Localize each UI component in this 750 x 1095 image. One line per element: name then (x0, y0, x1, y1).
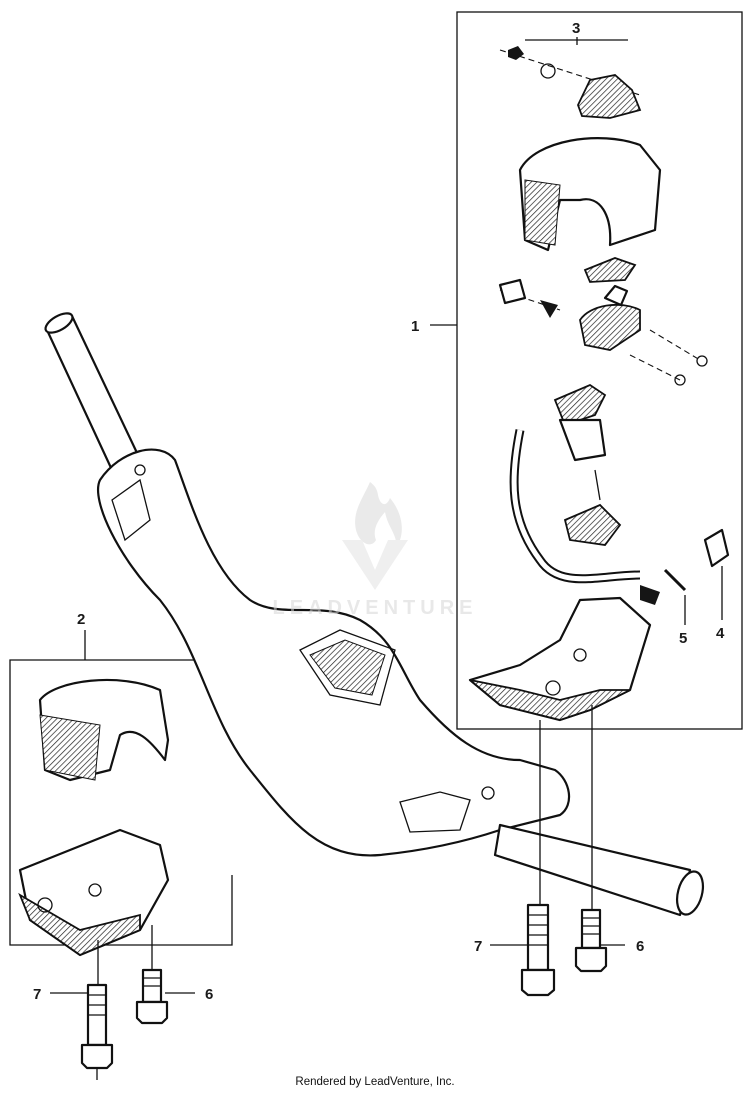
bolt-6-left (135, 968, 169, 1025)
callout-6-right: 6 (636, 938, 644, 955)
callout-4: 4 (716, 625, 725, 642)
callout-3: 3 (572, 20, 580, 37)
callout-1: 1 (411, 318, 419, 335)
group-1-parts (468, 46, 730, 910)
leader-lines (50, 37, 723, 994)
callout-7-right: 7 (474, 938, 482, 955)
group-1-frame (456, 11, 743, 730)
callout-7-left: 7 (33, 986, 41, 1003)
group-2-frame (9, 659, 233, 946)
callout-5: 5 (679, 630, 687, 647)
callout-6-left: 6 (205, 986, 213, 1003)
callout-2: 2 (77, 611, 85, 628)
bolt-7-left (80, 983, 114, 1080)
footer-credit: Rendered by LeadVenture, Inc. (295, 1076, 455, 1088)
watermark: LEADVENTURE (272, 482, 477, 619)
flame-logo-icon (355, 482, 402, 548)
bolt-7-right (520, 903, 556, 997)
bolt-6-right (574, 908, 608, 973)
watermark-brand: LEADVENTURE (272, 597, 477, 619)
group-2-parts (18, 678, 170, 985)
